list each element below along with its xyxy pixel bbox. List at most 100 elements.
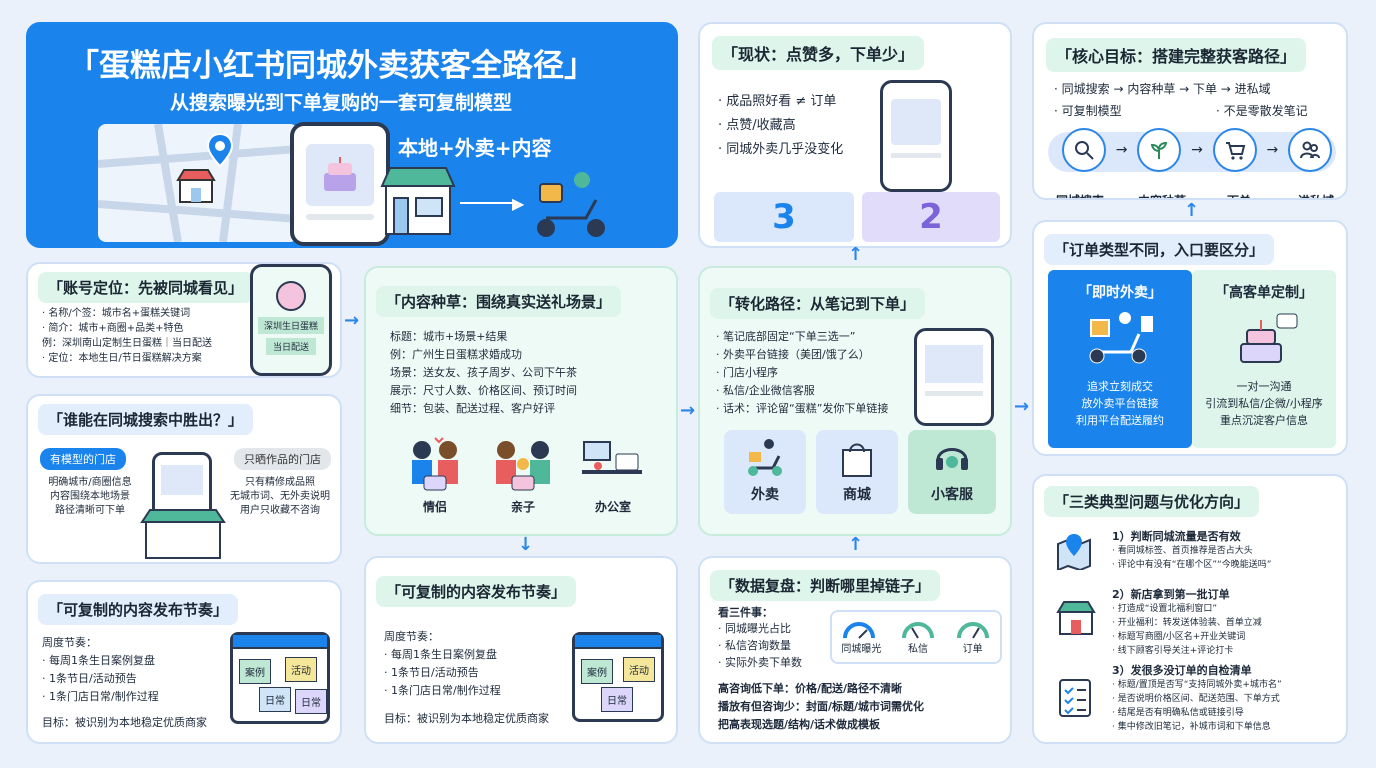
search-card: 「谁能在同城搜索中胜出？」 有模型的门店 只晒作品的门店 明确城市/商圈信息 内…	[26, 394, 342, 564]
gauge-icon: 订单	[955, 620, 991, 655]
scene-office: 办公室	[578, 436, 648, 515]
sticky-note: 活动	[285, 657, 317, 682]
arrow-up: ↑	[848, 534, 864, 555]
gauge-label: 同城曝光	[841, 643, 882, 655]
scooter-icon	[724, 438, 806, 478]
problem-line: · 标题/置顶是否写“支持同城外卖+城市名”	[1112, 680, 1282, 690]
headset-icon	[908, 438, 996, 478]
scene-couple: 情侣	[400, 436, 470, 515]
rhythm-line: · 每周1条生日案例复盘	[384, 648, 497, 661]
channel-service[interactable]: 小客服	[908, 430, 996, 514]
search-right-line: 无城市词、无外卖说明	[230, 491, 330, 502]
channel-delivery[interactable]: 外卖	[724, 430, 806, 514]
arrow-right: →	[1014, 396, 1030, 417]
problem-heading: 2）新店拿到第一批订单	[1112, 588, 1230, 601]
status-num-right-box: 2	[862, 192, 1000, 242]
panel-line: 引流到私信/企微/小程序	[1205, 397, 1323, 410]
rhythm-line: · 1条节日/活动预告	[384, 666, 479, 679]
account-line: · 名称/个签：城市名+蛋糕关键词	[42, 308, 191, 319]
search-right-lines: 只有精修成品照 无城市词、无外卖说明 用户只收藏不咨询	[224, 476, 336, 518]
problem-item: 3）发很多没订单的自检清单 · 标题/置顶是否写“支持同城外卖+城市名” · 是…	[1112, 662, 1282, 734]
rhythm-title: 「可复制的内容发布节奏」	[376, 576, 577, 607]
search-left-line: 内容围绕本地场景	[50, 491, 130, 502]
problem-line: · 评论中有没有“在哪个区”“今晚能送吗”	[1112, 560, 1272, 570]
checklist-icon	[1058, 676, 1092, 718]
conversion-line: · 笔记底部固定“下单三选一”	[716, 330, 856, 343]
data-review-line: · 同城曝光占比	[718, 622, 791, 635]
data-review-foot: 高咨询低下单：价格/配送/路径不清晰 播放有但咨询少：封面/标题/城市词需优化 …	[718, 680, 924, 734]
problem-line: · 看同城标签、首页推荐是否占大头	[1112, 546, 1253, 556]
arrow-head: ▶	[512, 194, 525, 213]
account-line: · 简介：城市+商圈+品类+特色	[42, 323, 184, 334]
panel-line: 追求立刻成交	[1087, 380, 1153, 393]
phone-label: 当日配送	[266, 338, 316, 355]
conversion-line: · 话术：评论留“蛋糕”发你下单链接	[716, 402, 889, 415]
step-label: 下单	[1212, 192, 1266, 198]
order-types-card: 「订单类型不同，入口要区分」 「即时外卖」 追求立刻成交 放外卖平台链接 利用平…	[1032, 220, 1348, 456]
account-title: 「账号定位：先被同城看见」	[38, 272, 254, 303]
seeding-line: 标题：城市+场景+结果	[390, 330, 508, 343]
phone-icon: 深圳生日蛋糕 当日配送	[250, 264, 332, 376]
rhythm-line: · 1条门店日常/制作过程	[384, 684, 501, 697]
sticky-note: 日常	[259, 687, 291, 712]
seeding-line: 例：广州生日蛋糕求婚成功	[390, 348, 522, 361]
status-num-left: 3	[772, 197, 796, 237]
sticky-note: 活动	[623, 657, 655, 682]
shopping-bag-icon	[816, 438, 898, 478]
data-review-foot-line: 把高表现选题/结构/话术做成模板	[718, 718, 881, 731]
status-num-right: 2	[919, 197, 943, 237]
status-title: 「现状：点赞多，下单少」	[712, 36, 925, 70]
channel-label: 外卖	[751, 487, 779, 503]
seeding-card: 「内容种草：围绕真实送礼场景」 标题：城市+场景+结果 例：广州生日蛋糕求婚成功…	[364, 266, 678, 536]
data-review-lines: · 同城曝光占比 · 私信咨询数量 · 实际外卖下单数	[718, 620, 802, 671]
arrow-up: ↑	[848, 244, 864, 265]
status-num-left-box: 3	[714, 192, 854, 242]
sticky-note: 日常	[601, 687, 633, 712]
search-left-line: 明确城市/商圈信息	[48, 477, 132, 488]
rhythm-card-middle: 「可复制的内容发布节奏」 周度节奏： · 每周1条生日案例复盘 · 1条节日/活…	[364, 556, 678, 744]
search-right-line: 用户只收藏不咨询	[240, 505, 320, 516]
goal-line1: · 同城搜索 → 内容种草 → 下单 → 进私域	[1054, 82, 1271, 96]
account-line: 例：深圳南山定制生日蛋糕｜当日配送	[42, 338, 212, 349]
data-review-line: · 实际外卖下单数	[718, 656, 802, 669]
gauge-icon: 同城曝光	[841, 620, 881, 655]
problem-line: · 集中修改旧笔记，补城市词和下单信息	[1112, 722, 1271, 732]
goal-step-labels: 同城搜索 内容种草 下单 进私域	[1048, 192, 1346, 198]
scooter-icon	[1048, 310, 1192, 366]
scene-label: 办公室	[594, 500, 631, 514]
data-review-card: 「数据复盘：判断哪里掉链子」 看三件事： · 同城曝光占比 · 私信咨询数量 ·…	[698, 556, 1012, 744]
conversion-line: · 门店小程序	[716, 366, 778, 379]
calendar-icon: 案例 活动 日常 日常	[230, 632, 330, 724]
search-tag-right: 只晒作品的门店	[234, 448, 331, 470]
rhythm-card-left: 「可复制的内容发布节奏」 周度节奏： · 每周1条生日案例复盘 · 1条节日/活…	[26, 580, 342, 744]
panel-line: 重点沉淀客户信息	[1220, 414, 1308, 427]
rhythm-line: · 1条节日/活动预告	[42, 672, 137, 685]
panel-lines: 一对一沟通 引流到私信/企微/小程序 重点沉淀客户信息	[1192, 378, 1336, 429]
data-review-lead: 看三件事：	[718, 606, 773, 619]
storefront-icon	[176, 168, 216, 204]
conversion-lines: · 笔记底部固定“下单三选一” · 外卖平台链接（美团/饿了么） · 门店小程序…	[716, 328, 888, 418]
problems-card: 「三类典型问题与优化方向」 1）判断同城流量是否有效 · 看同城标签、首页推荐是…	[1032, 474, 1348, 744]
problem-line: · 打造成“设置北福利窗口”	[1112, 604, 1218, 614]
gauge-group: 同城曝光 私信 订单	[830, 610, 1002, 664]
data-review-line: · 私信咨询数量	[718, 639, 791, 652]
cart-icon	[1212, 128, 1257, 172]
status-bullet: · 同城外卖几乎没变化	[718, 142, 844, 157]
avatar	[276, 281, 306, 311]
search-title: 「谁能在同城搜索中胜出？」	[38, 404, 254, 435]
arrow-up: ↑	[1184, 200, 1200, 221]
hero-subtitle: 从搜索曝光到下单复购的一套可复制模型	[170, 92, 513, 114]
problem-line: · 标题写商圈/小区名+开业关键词	[1112, 632, 1246, 642]
channel-mall[interactable]: 商城	[816, 430, 898, 514]
panel-line: 一对一沟通	[1236, 380, 1292, 393]
data-review-foot-line: 高咨询低下单：价格/配送/路径不清晰	[718, 682, 903, 695]
data-review-title: 「数据复盘：判断哪里掉链子」	[710, 570, 941, 601]
seeding-line: 场景：送女友、孩子周岁、公司下午茶	[390, 366, 577, 379]
problem-line: · 是否说明价格区间、配送范围、下单方式	[1112, 694, 1280, 704]
sticky-note: 案例	[239, 659, 271, 684]
goal-line2a: · 可复制模型	[1054, 104, 1122, 118]
status-bullets: · 成品照好看 ≠ 订单 · 点赞/收藏高 · 同城外卖几乎没变化	[718, 90, 843, 162]
search-left-line: 路径清晰可下单	[55, 505, 125, 516]
order-types-title: 「订单类型不同，入口要区分」	[1044, 234, 1275, 265]
scene-family: 亲子	[488, 436, 558, 515]
